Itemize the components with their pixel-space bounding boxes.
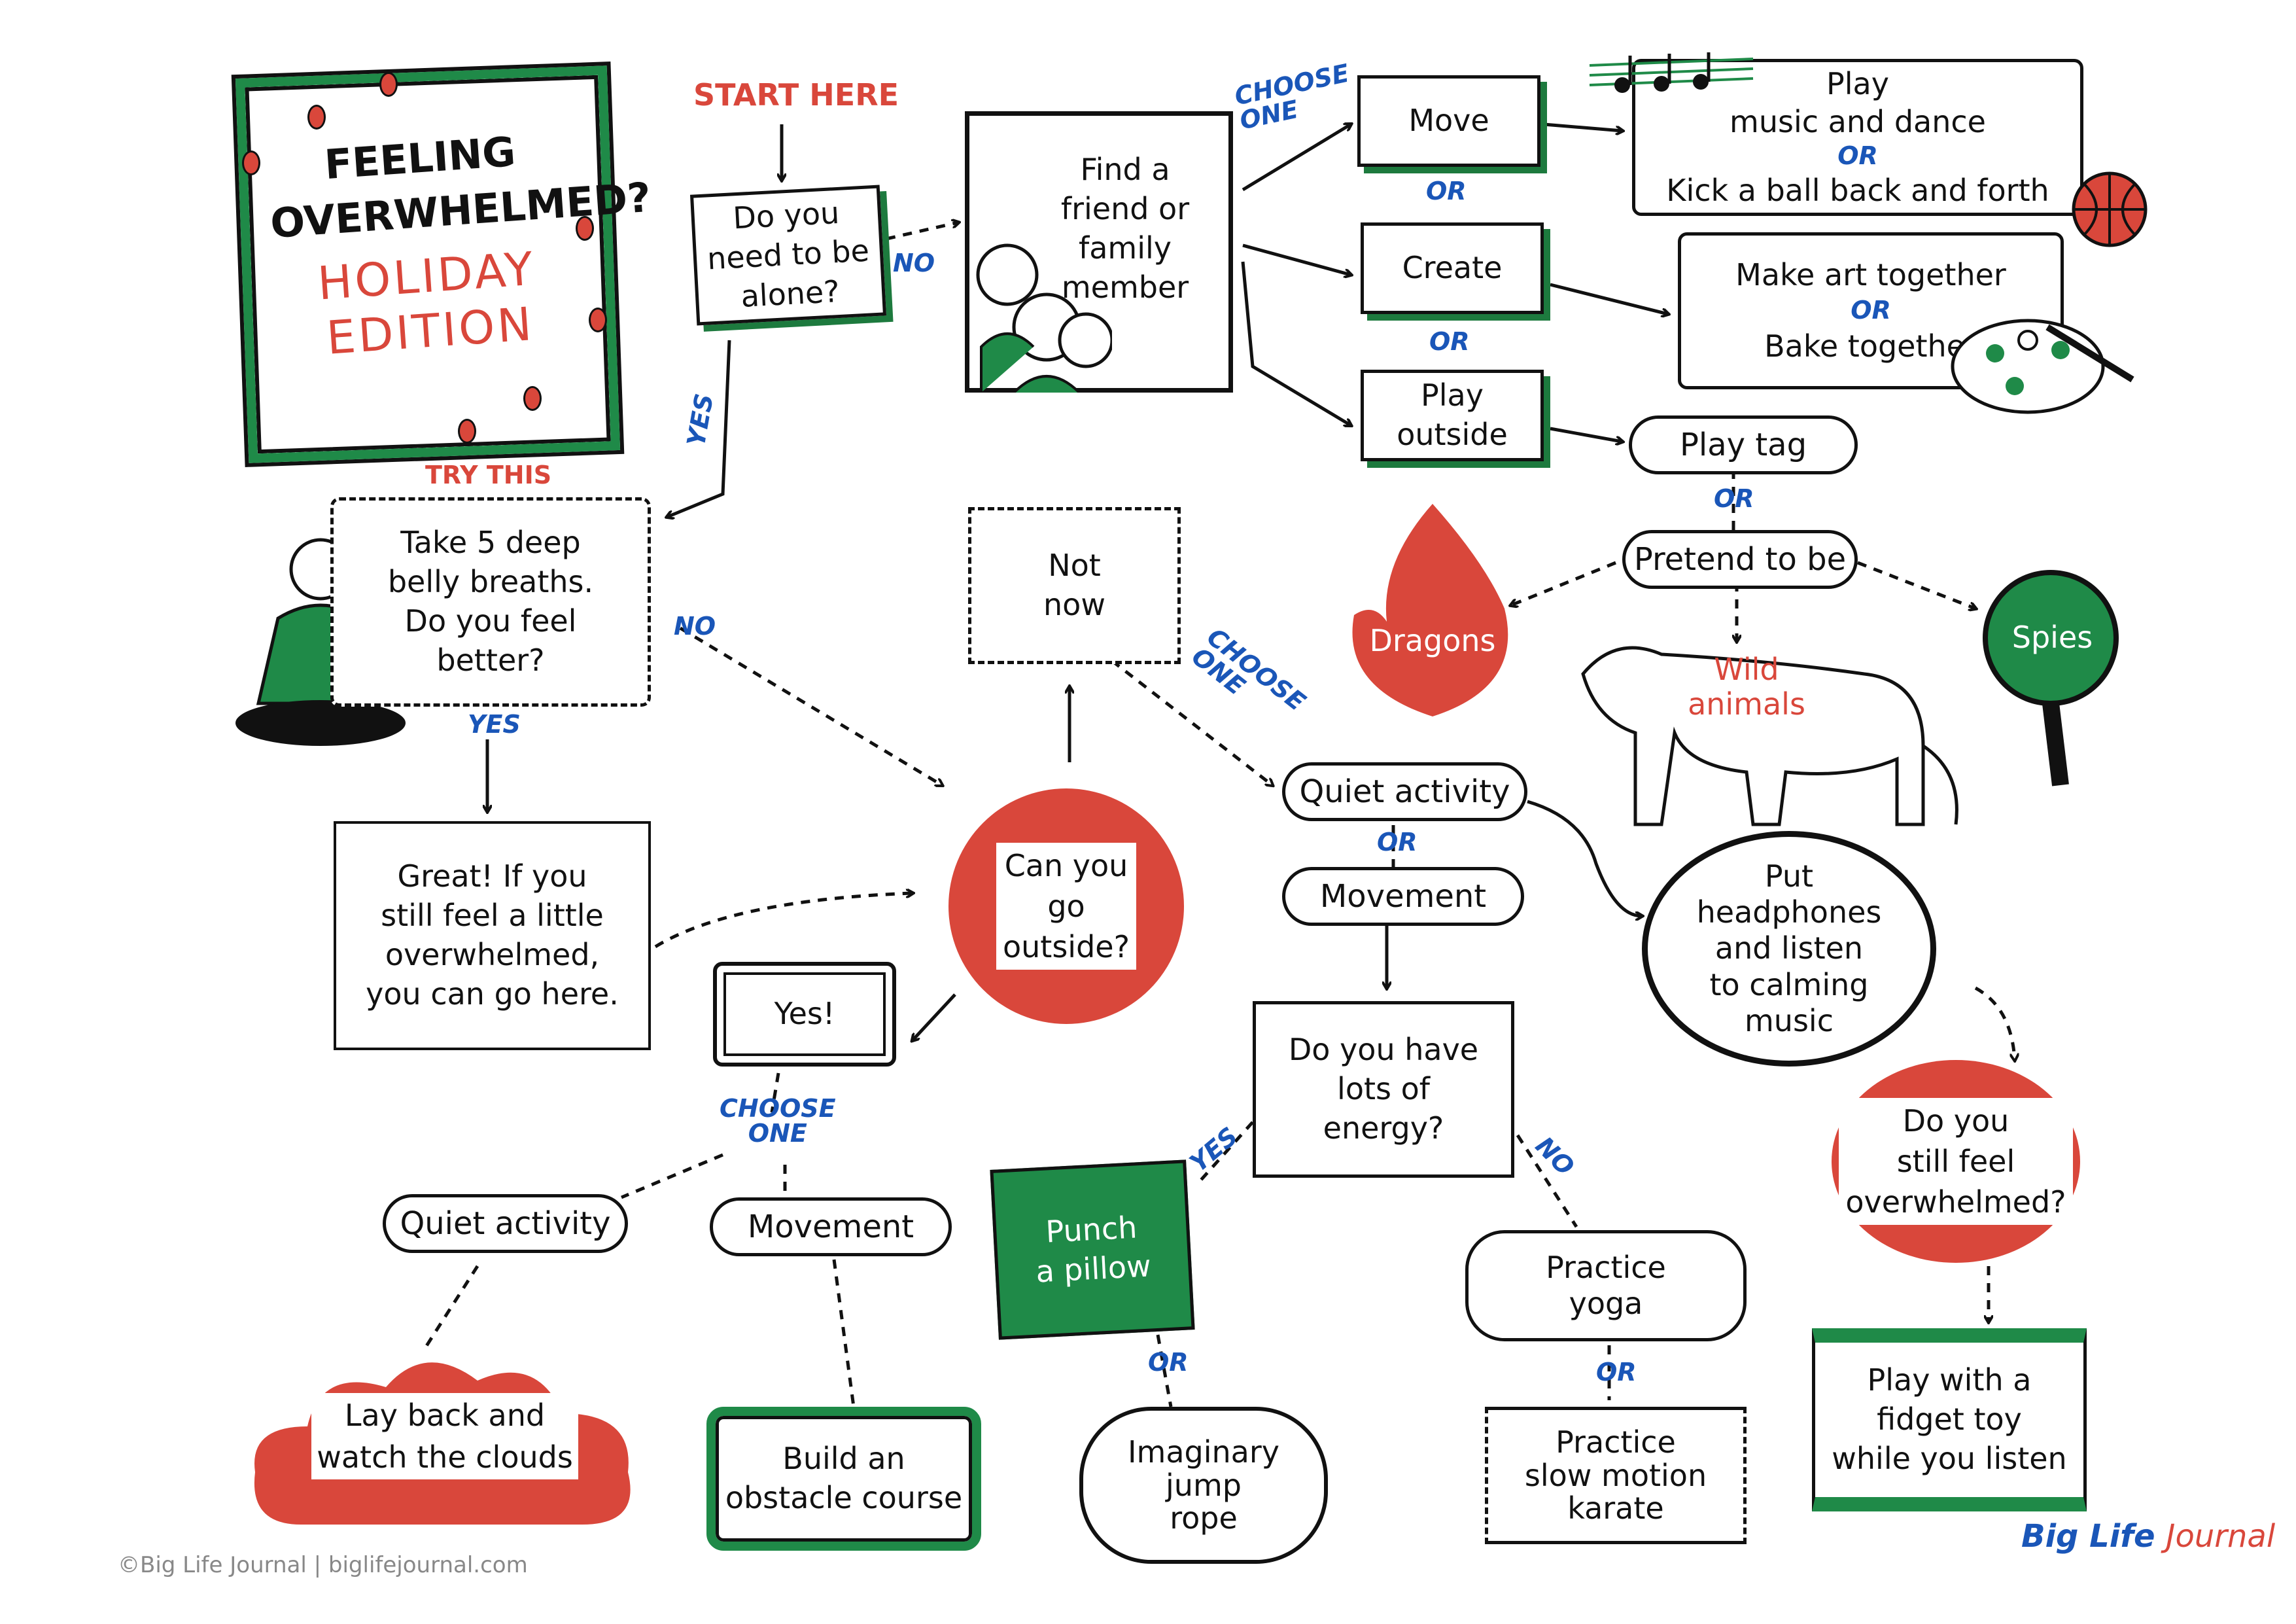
line-energy-pillow <box>1196 1121 1254 1186</box>
node-yes: Yes! <box>713 962 896 1067</box>
node-find-friend-text: Find a friend or family member <box>1060 152 1190 305</box>
node-spies: Spies <box>2011 620 2093 656</box>
node-headphones: Put headphones and listen to calming mus… <box>1642 831 1936 1067</box>
node-art-text: Make art together <box>1735 256 2006 292</box>
node-create: Create <box>1361 222 1544 314</box>
node-can-go-outside-text: Can you go outside? <box>996 842 1136 970</box>
node-quiet-activity-left: Quiet activity <box>383 1194 628 1253</box>
arrow-quiet-headphones <box>1527 800 1642 916</box>
try-this-label: TRY THIS <box>425 461 552 489</box>
tiger-icon <box>1581 646 1958 826</box>
node-punch-pillow: Punch a pillow <box>990 1159 1195 1340</box>
node-bake-text: Bake together <box>1764 328 1977 364</box>
node-music-text: Play music and dance <box>1730 66 1986 139</box>
node-quiet-activity-right: Quiet activity <box>1282 762 1527 821</box>
arrow-friend-outside <box>1241 261 1351 425</box>
or-music-label: OR <box>1837 141 1878 170</box>
node-clouds: Lay back and watch the clouds <box>281 1387 608 1485</box>
line-yes-choose <box>770 1072 780 1113</box>
brand-logo-accent: Journal <box>2166 1518 2276 1555</box>
light-bulb <box>576 216 594 241</box>
label-or: OR <box>1426 177 1467 205</box>
node-dragons: Dragons <box>1369 623 1496 659</box>
line-movement-obstacle <box>832 1259 856 1407</box>
light-bulb <box>379 72 398 97</box>
arrow-great-outside <box>606 893 913 996</box>
label-or: OR <box>1148 1348 1189 1377</box>
line-choose-quiet <box>621 1153 723 1199</box>
node-lots-energy: Do you have lots of energy? <box>1253 1001 1514 1178</box>
arrow-move-music <box>1543 122 1622 131</box>
node-kick-text: Kick a ball back and forth <box>1666 172 2049 208</box>
arrow-outside-yes <box>913 993 956 1040</box>
light-bulb <box>242 150 260 175</box>
node-play-outside: Play outside <box>1361 370 1544 461</box>
node-move: Move <box>1357 75 1540 167</box>
line-energy-yoga <box>1516 1134 1578 1228</box>
light-bulb <box>458 419 476 444</box>
node-movement-right: Movement <box>1282 867 1524 926</box>
line-pillow-rope <box>1156 1334 1173 1407</box>
family-illustration-icon <box>976 243 1112 393</box>
label-yes: YES <box>468 710 521 739</box>
arrow-alone-breaths <box>667 340 731 517</box>
arrow-friend-move <box>1242 124 1351 192</box>
node-movement-left: Movement <box>710 1197 952 1256</box>
node-wild-animals: Wild animals <box>1688 652 1805 722</box>
music-notes-icon <box>1589 52 1754 93</box>
brand-logo-main: Big Life <box>2021 1518 2166 1555</box>
light-bulb <box>307 105 326 130</box>
node-jump-rope: Imaginary jump rope <box>1079 1407 1328 1564</box>
node-need-alone: Do you need to be alone? <box>689 185 887 326</box>
node-music-kick: Play music and dance OR Kick a ball back… <box>1632 59 2083 216</box>
arrow-headphones-still <box>1974 986 2015 1060</box>
node-still-overwhelmed: Do you still feel overwhelmed? <box>1832 1060 2080 1263</box>
node-yoga: Practice yoga <box>1465 1230 1747 1341</box>
label-or: OR <box>1429 327 1470 356</box>
node-fidget: Play with a fidget toy while you listen <box>1812 1328 2087 1511</box>
start-here-label: START HERE <box>693 77 899 113</box>
node-karate: Practice slow motion karate <box>1485 1407 1747 1544</box>
copyright-footer: ©Big Life Journal | biglifejournal.com <box>118 1552 528 1578</box>
node-obstacle: Build an obstacle course <box>706 1407 981 1551</box>
label-no: NO <box>674 612 716 641</box>
arrow-pretend-spies <box>1857 561 1975 609</box>
flame-icon <box>1352 504 1508 716</box>
node-clouds-text: Lay back and watch the clouds <box>311 1392 578 1480</box>
brand-logo: Big Life Journal <box>2021 1518 2275 1555</box>
label-no: NO <box>893 249 935 277</box>
title-edition: HOLIDAY EDITION <box>315 241 538 365</box>
arrow-alone-friend <box>886 222 958 241</box>
arrow-create-art <box>1550 283 1668 314</box>
light-bulb <box>589 308 607 332</box>
basketball-icon <box>2072 171 2148 247</box>
paint-palette-icon <box>1951 319 2134 414</box>
node-not-now: Not now <box>968 507 1181 664</box>
title-main: FEELING OVERWHELMED? <box>268 127 653 247</box>
label-choose-one: CHOOSE ONE <box>720 1094 836 1148</box>
arrow-breaths-outside <box>679 626 942 785</box>
node-great: Great! If you still feel a little overwh… <box>334 821 651 1050</box>
node-can-go-outside: Can you go outside? <box>948 788 1184 1024</box>
node-pretend: Pretend to be <box>1622 530 1858 589</box>
arrow-pretend-dragons <box>1511 561 1616 605</box>
magnifier-icon <box>1983 570 2119 786</box>
label-or: OR <box>1714 484 1754 513</box>
node-deep-breaths: Take 5 deep belly breaths. Do you feel b… <box>330 497 651 707</box>
light-bulb <box>523 386 542 411</box>
arrow-friend-create <box>1242 243 1351 275</box>
node-still-overwhelmed-text: Do you still feel overwhelmed? <box>1839 1097 2073 1226</box>
label-or: OR <box>1377 828 1418 856</box>
or-art-label: OR <box>1851 296 1891 325</box>
node-play-tag: Play tag <box>1629 415 1858 474</box>
arrow-outside-tag <box>1550 427 1622 442</box>
label-or: OR <box>1596 1358 1637 1386</box>
